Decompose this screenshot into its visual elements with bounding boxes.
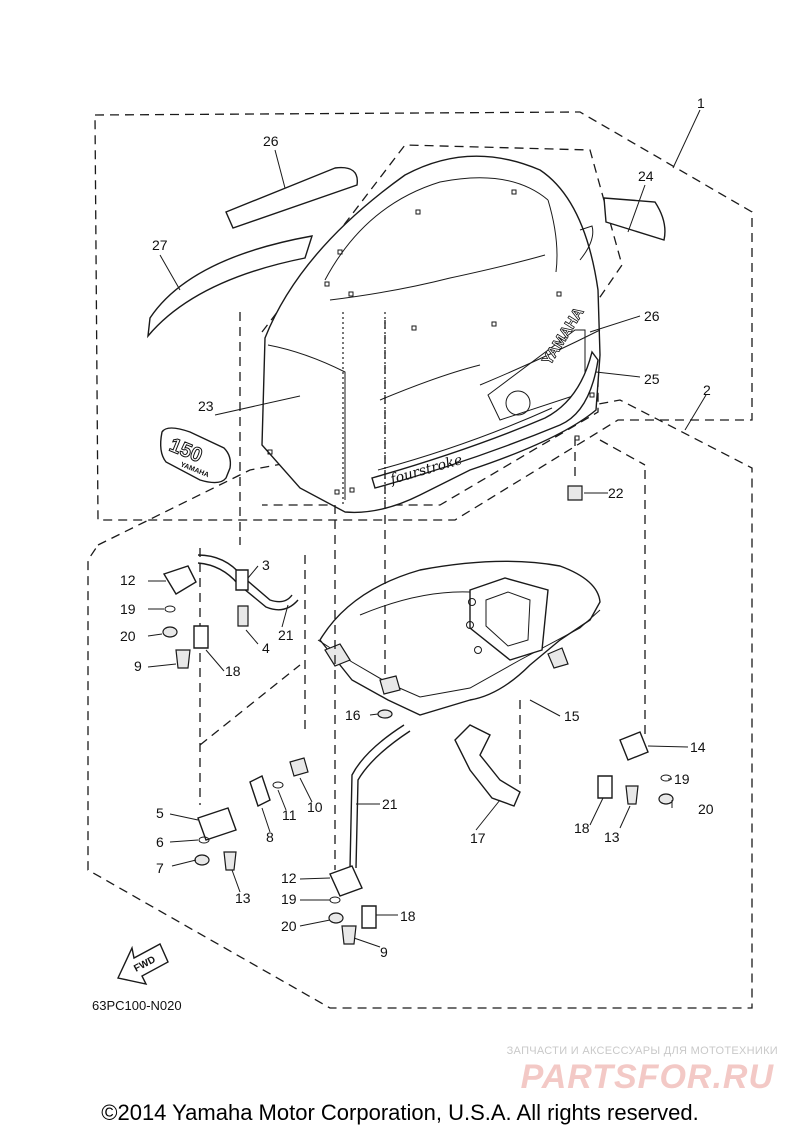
- callout: 21: [382, 796, 398, 812]
- callout: 9: [380, 944, 388, 960]
- callout: 1: [697, 95, 705, 111]
- callout: 4: [262, 640, 270, 656]
- bracket: [454, 724, 521, 807]
- callout: 27: [152, 237, 168, 253]
- hose-lower: [349, 724, 405, 869]
- callout: 6: [156, 834, 164, 850]
- stripe-decal-upper: [225, 166, 359, 229]
- model-decal: 150 YAMAHA: [159, 427, 232, 484]
- callout: 2: [703, 382, 711, 398]
- callout: 23: [198, 398, 214, 414]
- clamp: [249, 775, 271, 807]
- rear-decal: [603, 197, 666, 241]
- callout: 13: [235, 890, 251, 906]
- callout: 25: [644, 371, 660, 387]
- callout: 8: [266, 829, 274, 845]
- callout: 13: [604, 829, 620, 845]
- callout: 19: [120, 601, 136, 617]
- watermark-logo: PARTSFOR.RU: [520, 1058, 774, 1096]
- bolt-10: [289, 757, 309, 777]
- callout: 5: [156, 805, 164, 821]
- bolt: [237, 605, 249, 627]
- callout: 10: [307, 799, 323, 815]
- assembly-guides: [199, 312, 646, 870]
- group-boundary-top-cowling: [94, 111, 753, 521]
- callout: 12: [120, 572, 136, 588]
- washer: [272, 781, 284, 789]
- top-cowling: [261, 155, 601, 514]
- hose-clip: [235, 569, 249, 591]
- callout: 14: [690, 739, 706, 755]
- diagram-code: 63PC100-N020: [92, 998, 182, 1013]
- callout: 11: [282, 807, 297, 823]
- callout: 7: [156, 860, 164, 876]
- callout: 20: [698, 801, 714, 817]
- lever-lower: [329, 865, 363, 897]
- hook-14: [619, 731, 649, 761]
- bottom-cowling-bracket: [317, 560, 601, 716]
- callout: 15: [564, 708, 580, 724]
- callout: 21: [278, 627, 294, 643]
- forward-arrow-icon: FWD: [116, 943, 169, 985]
- callout: 12: [281, 870, 297, 886]
- hook: [197, 807, 237, 841]
- callout: 26: [644, 308, 660, 324]
- lever-upper: [162, 565, 197, 595]
- cowling-dash-outline: [261, 144, 623, 506]
- stripe-decal-side: [147, 235, 314, 339]
- grommet: [377, 709, 393, 719]
- callout: 18: [225, 663, 241, 679]
- callout: 22: [608, 485, 624, 501]
- callout: 18: [400, 908, 416, 924]
- group-boundary-bottom-cowling: [87, 399, 753, 1009]
- callout: 19: [674, 771, 690, 787]
- callout: 20: [281, 918, 297, 934]
- callout: 9: [134, 658, 142, 674]
- callout: 24: [638, 168, 654, 184]
- hose-upper: [197, 554, 293, 603]
- copyright-notice: ©2014 Yamaha Motor Corporation, U.S.A. A…: [101, 1100, 699, 1125]
- callout: 20: [120, 628, 136, 644]
- fasteners: [162, 485, 674, 945]
- callout: 18: [574, 820, 590, 836]
- watermark-tagline: ЗАПЧАСТИ И АКСЕССУАРЫ ДЛЯ МОТОТЕХНИКИ: [506, 1045, 778, 1057]
- callout: 17: [470, 830, 486, 846]
- leader-lines: [147, 109, 707, 948]
- callout: 3: [262, 557, 270, 573]
- callout: 16: [345, 707, 361, 723]
- callout: 26: [263, 133, 279, 149]
- callout: 19: [281, 891, 297, 907]
- callout-numbers: 1 2 3 4 5 6 7 8 9 9 10 11 12 12 13 13 14…: [120, 95, 714, 960]
